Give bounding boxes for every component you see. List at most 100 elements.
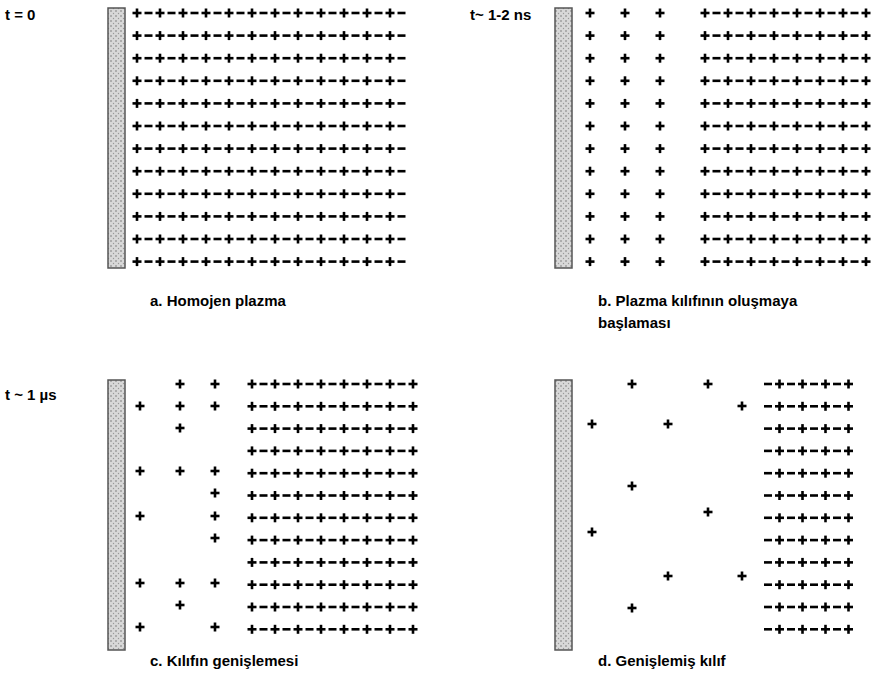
charge-stroke (352, 57, 360, 60)
charge-stroke (237, 193, 245, 196)
charge-stroke (343, 580, 346, 589)
charge-stroke (214, 402, 217, 411)
charge-stroke (366, 603, 369, 612)
charge-stroke (343, 235, 346, 244)
charge-stroke (624, 122, 627, 131)
charge-stroke (833, 494, 841, 497)
charge-stroke (343, 469, 346, 478)
charge-stroke (824, 424, 827, 433)
charge-stroke (805, 260, 813, 263)
charge-stroke (713, 193, 721, 196)
charge-stroke (796, 31, 799, 40)
charge-stroke (589, 99, 592, 108)
charge-stroke (260, 193, 268, 196)
charge-stroke (159, 144, 162, 153)
charge-stroke (306, 472, 314, 475)
charge-stroke (329, 238, 337, 241)
charge-stroke (375, 561, 383, 564)
charge-stroke (704, 189, 707, 198)
panel-caption: b. Plazma kılıfının oluşmaya başlaması (598, 290, 863, 334)
charge-stroke (375, 34, 383, 37)
charge-stroke (778, 536, 781, 545)
charge-stroke (750, 212, 753, 221)
charge-stroke (251, 424, 254, 433)
charge-stroke (782, 260, 790, 263)
charge-stroke (759, 125, 767, 128)
charge-stroke (842, 9, 845, 18)
charge-stroke (787, 450, 795, 453)
charge-stroke (773, 76, 776, 85)
charge-stroke (796, 9, 799, 18)
charge-stroke (778, 625, 781, 634)
charge-stroke (782, 57, 790, 60)
charge-stroke (260, 628, 268, 631)
charge-stroke (389, 402, 392, 411)
charge-stroke (828, 193, 836, 196)
charge-stroke (260, 34, 268, 37)
charge-stroke (778, 446, 781, 455)
charge-stroke (214, 12, 222, 15)
charge-stroke (824, 446, 827, 455)
charge-stroke (828, 147, 836, 150)
charge-stroke (251, 491, 254, 500)
charge-stroke (366, 380, 369, 389)
charge-stroke (659, 99, 662, 108)
charge-stroke (179, 467, 182, 476)
charge-stroke (828, 102, 836, 105)
charge-stroke (136, 9, 139, 18)
charge-stroke (228, 257, 231, 266)
charge-stroke (214, 579, 217, 588)
charge-stroke (228, 144, 231, 153)
charge-stroke (375, 628, 383, 631)
charge-stroke (398, 539, 406, 542)
charge-stroke (205, 257, 208, 266)
charge-stroke (764, 606, 772, 609)
charge-stroke (736, 102, 744, 105)
charge-stroke (736, 125, 744, 128)
charge-stroke (805, 12, 813, 15)
charge-stroke (842, 235, 845, 244)
charge-stroke (306, 193, 314, 196)
charge-stroke (159, 122, 162, 131)
charge-stroke (136, 31, 139, 40)
charge-stroke (865, 257, 868, 266)
charge-stroke (375, 147, 383, 150)
charge-stroke (833, 405, 841, 408)
charge-stroke (260, 472, 268, 475)
charge-stroke (182, 167, 185, 176)
charge-stroke (306, 628, 314, 631)
charge-stroke (389, 625, 392, 634)
charge-stroke (320, 580, 323, 589)
charge-stroke (713, 12, 721, 15)
charge-stroke (398, 170, 406, 173)
charge-stroke (306, 57, 314, 60)
charge-stroke (205, 99, 208, 108)
charge-stroke (389, 144, 392, 153)
charge-stroke (274, 558, 277, 567)
charge-stroke (824, 558, 827, 567)
charge-stroke (251, 257, 254, 266)
charge-stroke (205, 76, 208, 85)
charge-stroke (366, 167, 369, 176)
charge-stroke (828, 80, 836, 83)
charge-stroke (727, 144, 730, 153)
charge-stroke (297, 625, 300, 634)
charge-stroke (306, 383, 314, 386)
charge-stroke (274, 580, 277, 589)
charge-stroke (274, 424, 277, 433)
charge-stroke (251, 536, 254, 545)
charge-stroke (352, 583, 360, 586)
charge-stroke (824, 491, 827, 500)
charge-stroke (297, 31, 300, 40)
charge-stroke (764, 427, 772, 430)
charge-stroke (842, 189, 845, 198)
charge-stroke (659, 189, 662, 198)
charge-stroke (398, 102, 406, 105)
charge-stroke (297, 212, 300, 221)
charge-stroke (389, 189, 392, 198)
charge-stroke (704, 167, 707, 176)
panel-caption: c. Kılıfın genişlemesi (150, 650, 298, 672)
charge-stroke (251, 144, 254, 153)
charge-stroke (320, 491, 323, 500)
